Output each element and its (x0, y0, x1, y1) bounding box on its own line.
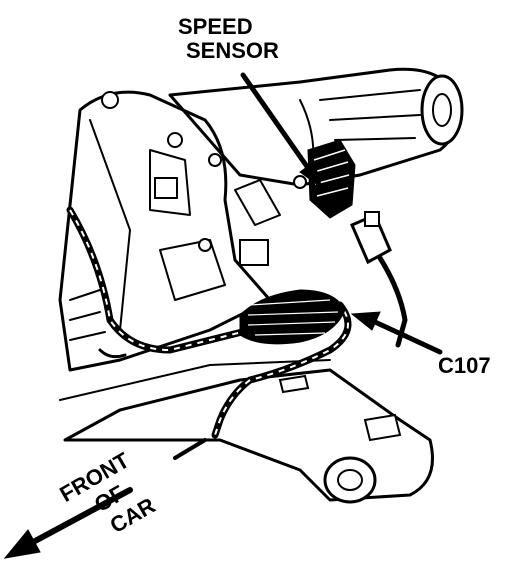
c107-leader-arrow (350, 311, 443, 355)
wiring-harness (66, 206, 352, 439)
front-of-car-label: FRONT OF CAR (55, 447, 159, 538)
speed-sensor (293, 139, 356, 219)
speed-sensor-leader-arrow (240, 72, 323, 190)
speed-sensor-label-line1: SPEED (178, 14, 253, 39)
c107-label: C107 (438, 353, 491, 378)
transmission-tail-housing (168, 67, 464, 187)
crossmember (59, 359, 434, 504)
speed-sensor-label-line2: SENSOR (186, 38, 279, 63)
front-of-car-arrow (3, 438, 207, 559)
sensor-connector (350, 211, 408, 348)
transmission-case (58, 90, 281, 372)
